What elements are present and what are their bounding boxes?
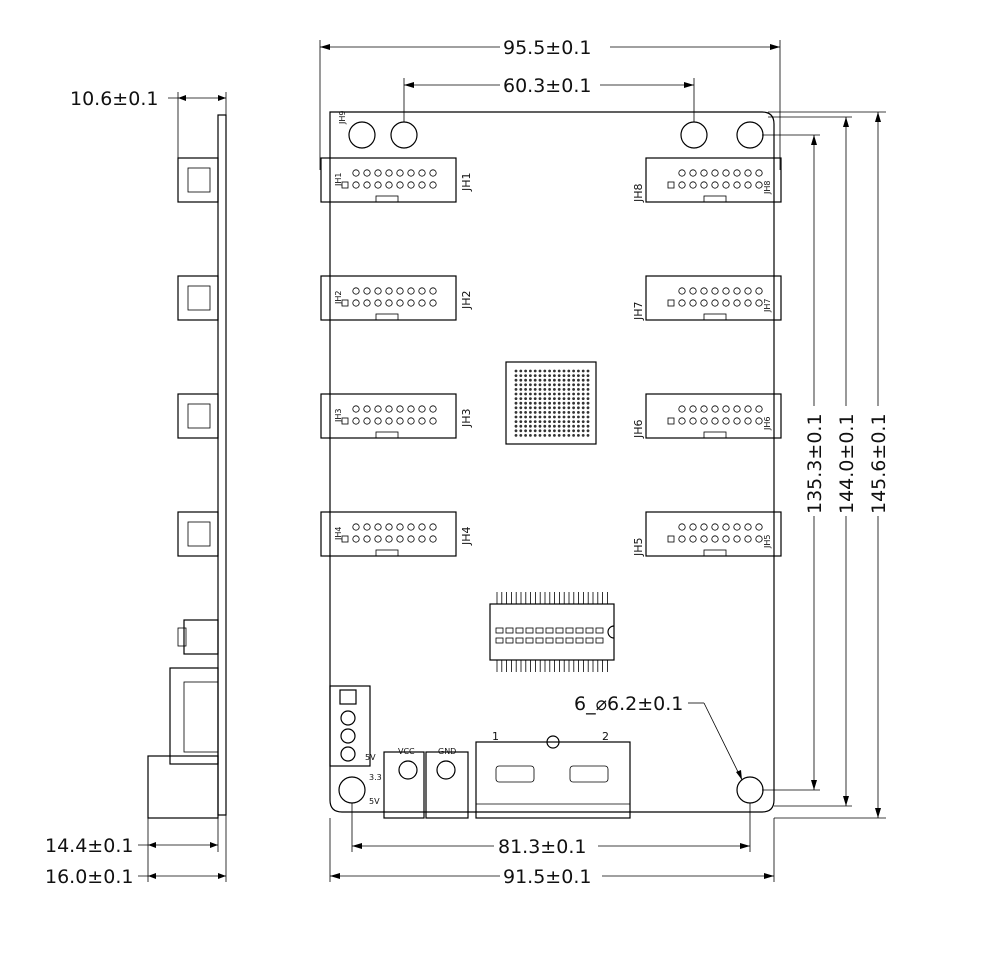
connector-jh3: JH3 JH3	[320, 393, 473, 439]
label-3v3: 3.3	[369, 773, 382, 782]
dim-height-b: 144.0±0.1	[836, 413, 858, 514]
connector-jh1: JH1 JH1	[320, 157, 473, 203]
side-power-connector	[169, 667, 219, 765]
connector-jh7: JH7 JH7	[632, 275, 782, 321]
dim-height-c: 145.6±0.1	[868, 413, 890, 514]
connector-jh4: JH4 JH4	[320, 511, 473, 557]
connector-label-small: JH7	[763, 299, 772, 313]
connector-jh8: JH8 JH8	[632, 157, 782, 203]
mount-hole	[680, 121, 708, 149]
dim-top-width: 95.5±0.1	[503, 37, 591, 59]
dimension-lines: 95.5±0.1 60.3±0.1 135.3±0.1 144.0±0.1 14…	[319, 36, 890, 888]
pin2-label: 2	[602, 730, 609, 743]
ic-chip	[489, 592, 615, 672]
terminal-vcc	[383, 751, 425, 819]
connector-label-small: JH8	[763, 181, 772, 195]
connector-label: JH7	[632, 301, 645, 321]
power-connector	[475, 735, 631, 819]
side-connector-3	[177, 393, 219, 439]
connector-jh2: JH2 JH2	[320, 275, 473, 321]
connector-label: JH3	[460, 408, 473, 428]
dim-side-thickness: 10.6±0.1	[70, 88, 158, 110]
connector-label: JH5	[632, 537, 645, 557]
board-outline	[329, 111, 775, 813]
side-chip-profile	[177, 619, 219, 655]
header-jh9	[329, 685, 371, 767]
side-view: 10.6±0.1 14.4±0.1 16.0±0.1	[45, 88, 227, 888]
connector-label: JH4	[460, 526, 473, 546]
dim-bottom-hole-spacing: 81.3±0.1	[498, 836, 586, 858]
connector-label-small: JH1	[334, 173, 343, 187]
jh9-label: JH9	[338, 111, 347, 125]
mount-hole	[338, 776, 366, 804]
connector-label-small: JH6	[763, 417, 772, 431]
label-5v: 5V	[369, 797, 380, 806]
label-vcc: VCC	[398, 747, 415, 756]
connector-label-small: JH3	[334, 409, 343, 423]
connector-jh6: JH6 JH6	[632, 393, 782, 439]
mount-hole	[390, 121, 418, 149]
connector-label-small: JH2	[334, 291, 343, 305]
mount-hole	[736, 121, 764, 149]
connector-label: JH6	[632, 419, 645, 439]
connector-label: JH1	[460, 172, 473, 192]
dim-side-b: 16.0±0.1	[45, 866, 133, 888]
label-5v-header: 5V	[365, 753, 376, 762]
connector-label: JH2	[460, 290, 473, 310]
mount-hole	[736, 776, 764, 804]
pin1-label: 1	[492, 730, 499, 743]
side-connector-4	[177, 511, 219, 557]
connector-jh5: JH5 JH5	[632, 511, 782, 557]
connector-label-small: JH4	[334, 527, 343, 541]
side-terminal-block	[147, 755, 219, 819]
side-connector-1	[177, 157, 219, 203]
side-board-edge	[217, 114, 227, 816]
dim-hole-spacing: 60.3±0.1	[503, 75, 591, 97]
connector-label: JH8	[632, 183, 645, 203]
dim-height-a: 135.3±0.1	[804, 413, 826, 514]
terminal-gnd	[425, 751, 469, 819]
side-connector-2	[177, 275, 219, 321]
dim-side-a: 14.4±0.1	[45, 835, 133, 857]
dim-bottom-width: 91.5±0.1	[503, 866, 591, 888]
bga-chip	[505, 361, 597, 445]
label-gnd: GND	[438, 747, 456, 756]
dim-hole-note: 6_⌀6.2±0.1	[574, 693, 683, 715]
connector-label-small: JH5	[763, 535, 772, 549]
mount-hole	[348, 121, 376, 149]
